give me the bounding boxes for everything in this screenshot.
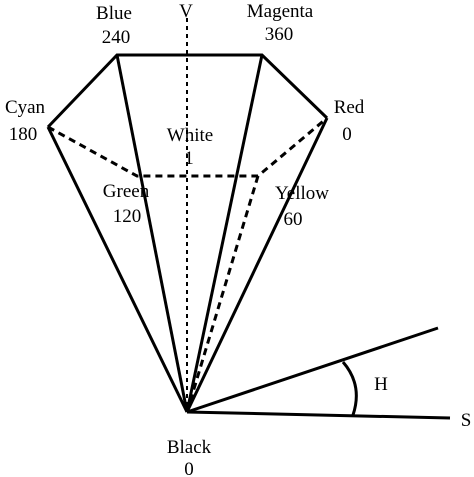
s-axis-line [186, 410, 451, 420]
white-name-label: White [167, 125, 213, 146]
blue-to-black-edge [115, 54, 189, 413]
hexagon-back-edges [47, 116, 328, 178]
yellow-name-label: Yellow [275, 183, 329, 204]
black-value-label: 0 [184, 459, 194, 477]
black-name-label: Black [167, 437, 212, 458]
magenta-value-label: 360 [265, 24, 294, 45]
hue-angle-arc [341, 361, 358, 416]
red-name-label: Red [334, 97, 365, 118]
s-axis-label: S [461, 410, 472, 431]
cyan-name-label: Cyan [5, 97, 46, 118]
green-name-label: Green [103, 181, 150, 202]
cyan-to-black-edge [46, 126, 189, 413]
blue-value-label: 240 [102, 27, 131, 48]
hue-ray [186, 326, 439, 414]
cyan-value-label: 180 [9, 124, 38, 145]
magenta-to-black-edge [185, 54, 264, 413]
magenta-name-label: Magenta [247, 1, 314, 22]
red-to-black-edge [185, 117, 329, 413]
blue-name-label: Blue [96, 3, 132, 24]
yellow-value-label: 60 [284, 209, 303, 230]
v-axis-label: V [179, 1, 193, 22]
red-value-label: 0 [342, 124, 352, 145]
green-value-label: 120 [113, 206, 142, 227]
white-value-label: 1 [184, 148, 194, 169]
yellow-to-black-edge [185, 175, 260, 413]
angle-label: H [374, 374, 388, 395]
hexagon-front-edges [46, 53, 329, 129]
